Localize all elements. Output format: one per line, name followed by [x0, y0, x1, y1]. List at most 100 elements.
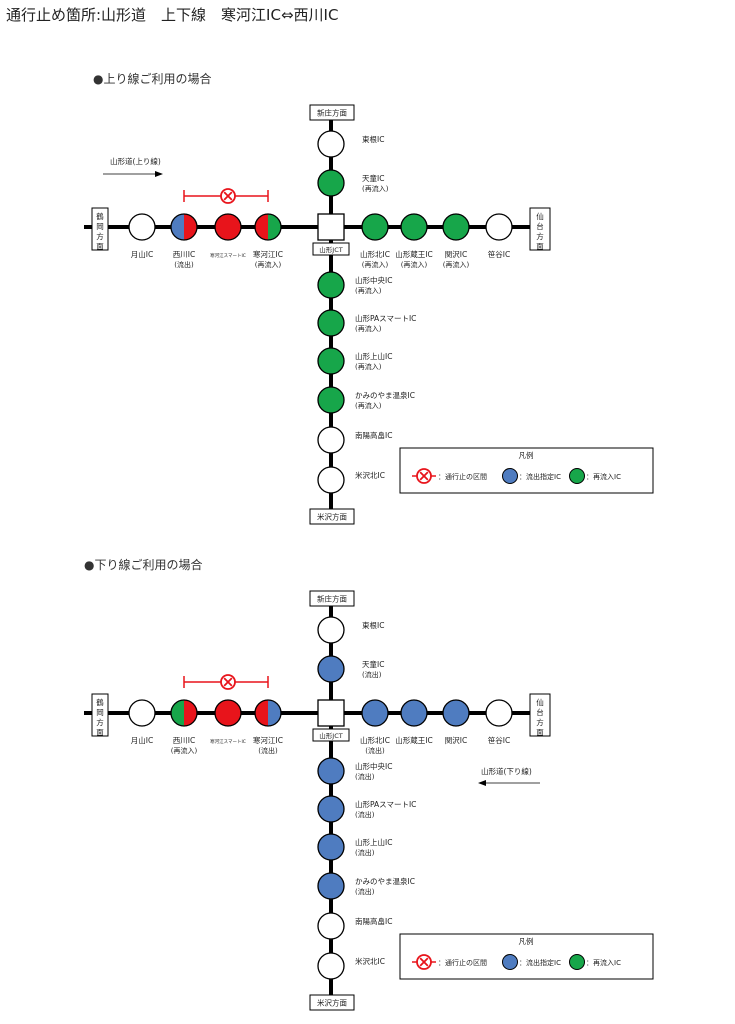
ic-note: (流出): [365, 746, 385, 755]
ic-marker-h-5: [400, 213, 428, 241]
jct-label-box: [312, 728, 350, 742]
ic-label: 山形PAスマートIC: [355, 313, 416, 323]
jct-label: 山形JCT: [319, 731, 342, 740]
ic-marker-h-7: [485, 213, 513, 241]
ic-marker-h-4: [361, 699, 389, 727]
dest-right: 仙台方面: [536, 697, 544, 737]
ic-label: 山形北IC: [360, 735, 390, 745]
ic-note: (再流入): [355, 401, 382, 410]
ic-note: (再流入): [255, 260, 282, 269]
ic-marker-vb-5: [317, 466, 345, 494]
ic-marker-vb-4: [317, 426, 345, 454]
closure-symbol: [220, 674, 236, 690]
ic-marker-h-1-right-half: [184, 214, 197, 240]
ic-label: かみのやま温泉IC: [355, 876, 415, 886]
ic-label: 寒河江スマートIC: [210, 252, 246, 259]
ic-label: 西川IC: [173, 250, 195, 259]
ic-label: 山形PAスマートIC: [355, 799, 416, 809]
ic-label: 笹谷IC: [488, 735, 510, 745]
legend: 凡例：通行止の区間：流出指定IC：再流入IC: [399, 933, 654, 980]
legend: 凡例 ：通行止の区間 ：流出指定IC ：再流入IC: [399, 447, 654, 494]
ic-label: 山形中央IC: [355, 761, 392, 771]
circle-x-icon-stroke-b: [223, 191, 233, 201]
ic-marker-h-2: [214, 213, 242, 241]
dest-top-box: [309, 104, 355, 121]
legend-closure-symbol: [416, 954, 432, 970]
ic-label: 寒河江IC: [253, 249, 283, 259]
ic-marker-h-1-right-half: [184, 700, 197, 726]
ic-label: 南陽高畠IC: [355, 430, 392, 440]
legend-exit-icon: [502, 468, 518, 484]
ic-label: 山形北IC: [360, 249, 390, 259]
ic-marker-h-5: [400, 699, 428, 727]
ic-marker-vb-2: [317, 347, 345, 375]
dest-bottom: 米沢方面: [317, 998, 347, 1008]
ic-marker-vt-1: [317, 655, 345, 683]
ic-marker-h-1-left-half: [171, 214, 184, 240]
dest-bottom-box: [309, 508, 355, 525]
closure-symbol: [220, 188, 236, 204]
legend-closed-label: ：通行止の区間: [438, 472, 487, 481]
ic-marker-h-4: [361, 213, 389, 241]
ic-note: (再流入): [171, 746, 198, 755]
legend-reentry-icon: [569, 954, 585, 970]
square-box-icon: [317, 213, 345, 241]
legend-box: [399, 933, 654, 980]
dest-top: 新庄方面: [317, 594, 347, 604]
legend-exit-label: ：流出指定IC: [519, 958, 561, 967]
jct-label: 山形JCT: [319, 245, 342, 254]
ic-marker-h-2: [214, 699, 242, 727]
ic-marker-h-3-left-half: [255, 700, 268, 726]
circle-x-icon-stroke-b: [419, 957, 429, 967]
arrow-right-icon: [155, 171, 163, 177]
dest-right-box: [529, 693, 551, 737]
dest-left-box: [91, 207, 109, 251]
ic-note: (再流入): [355, 362, 382, 371]
legend-title: 凡例: [519, 450, 534, 460]
ic-marker-vb-0: [317, 271, 345, 299]
ic-label: 西川IC: [173, 736, 195, 745]
ic-note: (再流入): [401, 260, 428, 269]
ic-marker-h-6: [442, 699, 470, 727]
ic-label: 南陽高畠IC: [355, 916, 392, 926]
ic-marker-vb-0: [317, 757, 345, 785]
ic-marker-h-6: [442, 213, 470, 241]
legend-closed-label: ：通行止の区間: [438, 958, 487, 967]
legend-exit-icon: [502, 954, 518, 970]
ic-marker-vb-1: [317, 309, 345, 337]
ic-label: 月山IC: [131, 735, 153, 745]
legend-closure-symbol: [416, 468, 432, 484]
ic-note: (再流入): [362, 184, 389, 193]
ic-note: (再流入): [355, 324, 382, 333]
ic-label: 月山IC: [131, 249, 153, 259]
ic-label: 天童IC: [362, 659, 384, 669]
ic-marker-h-3-right-half: [268, 700, 281, 726]
square-box-icon: [317, 699, 345, 727]
ic-label: かみのやま温泉IC: [355, 390, 415, 400]
legend-reentry-label: ：再流入IC: [586, 958, 621, 967]
ic-marker-vt-1: [317, 169, 345, 197]
legend-reentry-label: ：再流入IC: [586, 472, 621, 481]
ic-label: 米沢北IC: [355, 956, 385, 966]
ic-label: 関沢IC: [445, 736, 467, 745]
ic-marker-h-3-outline: [254, 699, 282, 727]
legend-exit-label: ：流出指定IC: [519, 472, 561, 481]
ic-label: 山形上山IC: [355, 351, 392, 361]
ic-marker-vb-3: [317, 872, 345, 900]
ic-label: 関沢IC: [445, 250, 467, 259]
ic-marker-h-7: [485, 699, 513, 727]
ic-note: (流出): [355, 810, 375, 819]
dest-left: 鶴岡方面: [96, 697, 104, 737]
ic-label: 天童IC: [362, 173, 384, 183]
direction-label: 山形道(下り線): [481, 766, 532, 776]
ic-marker-vt-0: [317, 616, 345, 644]
ic-label: 東根IC: [362, 620, 384, 630]
ic-note: (流出): [355, 848, 375, 857]
ic-marker-vb-3: [317, 386, 345, 414]
ic-marker-vb-1: [317, 795, 345, 823]
ic-marker-h-3-left-half: [255, 214, 268, 240]
ic-label: 東根IC: [362, 134, 384, 144]
ic-note: (流出): [355, 772, 375, 781]
ic-marker-h-3-right-half: [268, 214, 281, 240]
circle-x-icon-stroke-b: [223, 677, 233, 687]
